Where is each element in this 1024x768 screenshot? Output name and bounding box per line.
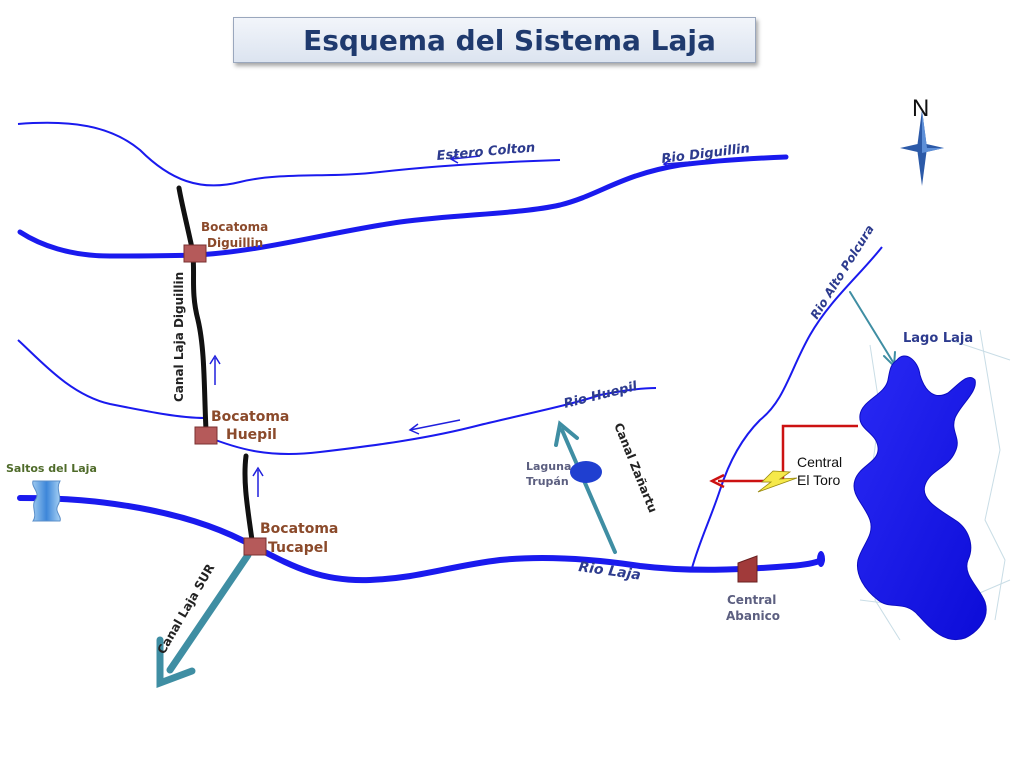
canal-laja-sur-line bbox=[166, 551, 252, 674]
bocatoma-diguillin-marker bbox=[183, 244, 207, 263]
compass-north-label: N bbox=[912, 95, 929, 122]
label-laguna-trupan-2: Trupán bbox=[526, 475, 569, 488]
label-bocatoma-diguillin-2: Diguillin bbox=[207, 236, 263, 250]
arrow-up-icon bbox=[252, 466, 264, 497]
arrow-up-icon bbox=[209, 354, 221, 385]
rio-laja-line bbox=[17, 495, 825, 584]
label-central-el-toro-1: Central bbox=[797, 454, 842, 470]
label-central-abanico-1: Central bbox=[727, 593, 776, 607]
label-canal-laja-diguillin: Canal Laja Diguillin bbox=[172, 272, 186, 402]
laguna-trupan-shape bbox=[570, 461, 602, 483]
bocatoma-huepil-marker bbox=[194, 426, 218, 445]
arrow-left-icon bbox=[662, 158, 691, 169]
thin-rivers bbox=[17, 121, 883, 569]
label-rio-alto-polcura: Rio Alto Polcura bbox=[808, 222, 877, 321]
saltos-del-laja-shape bbox=[32, 480, 61, 522]
canal-laja-sur-arrowhead bbox=[156, 636, 196, 689]
arrow-left-icon bbox=[449, 153, 481, 164]
central-abanico-marker bbox=[737, 555, 758, 583]
rio-alto-polcura-line bbox=[691, 246, 883, 569]
estero-colton-line bbox=[17, 121, 561, 187]
label-bocatoma-huepil-2: Huepil bbox=[226, 427, 277, 443]
label-rio-huepil: Rio Huepil bbox=[562, 379, 639, 412]
page-title: Esquema del Sistema Laja bbox=[303, 24, 716, 57]
polcura-to-lake-line bbox=[849, 291, 894, 363]
compass-star-icon bbox=[900, 110, 944, 186]
label-laguna-trupan-1: Laguna bbox=[526, 460, 571, 473]
lightning-icon bbox=[757, 470, 798, 493]
rio-huepil-line bbox=[204, 387, 657, 455]
rio-laja-end-marker bbox=[817, 551, 825, 567]
label-central-abanico-2: Abanico bbox=[726, 609, 780, 623]
label-bocatoma-tucapel-1: Bocatoma bbox=[260, 521, 338, 537]
label-bocatoma-tucapel-2: Tucapel bbox=[268, 540, 328, 556]
canal-zanartu-line bbox=[560, 428, 617, 554]
canal-laja-diguillin-line bbox=[176, 185, 209, 433]
label-lago-laja: Lago Laja bbox=[903, 331, 973, 346]
label-saltos-del-laja: Saltos del Laja bbox=[6, 462, 97, 475]
canal-huepil-tucapel-line bbox=[242, 453, 255, 543]
thick-rivers bbox=[17, 154, 825, 584]
northwest-stream bbox=[17, 339, 206, 419]
bocatoma-tucapel-marker bbox=[243, 537, 267, 556]
central-el-toro-pipe bbox=[709, 424, 858, 489]
title-box: Esquema del Sistema Laja bbox=[233, 17, 756, 63]
label-bocatoma-huepil-1: Bocatoma bbox=[211, 409, 289, 425]
lago-laja-shape bbox=[853, 355, 987, 641]
teal-canals bbox=[156, 291, 896, 689]
label-canal-zanartu: Canal Zañartu bbox=[611, 421, 660, 515]
label-central-el-toro-2: El Toro bbox=[797, 472, 841, 488]
rio-diguillin-line bbox=[17, 154, 789, 259]
flow-arrows bbox=[209, 153, 691, 497]
arrow-left-icon bbox=[408, 419, 461, 435]
canal-zanartu-arrowhead bbox=[554, 420, 579, 447]
label-estero-colton: Estero Colton bbox=[436, 140, 536, 164]
label-bocatoma-diguillin-1: Bocatoma bbox=[201, 220, 268, 234]
